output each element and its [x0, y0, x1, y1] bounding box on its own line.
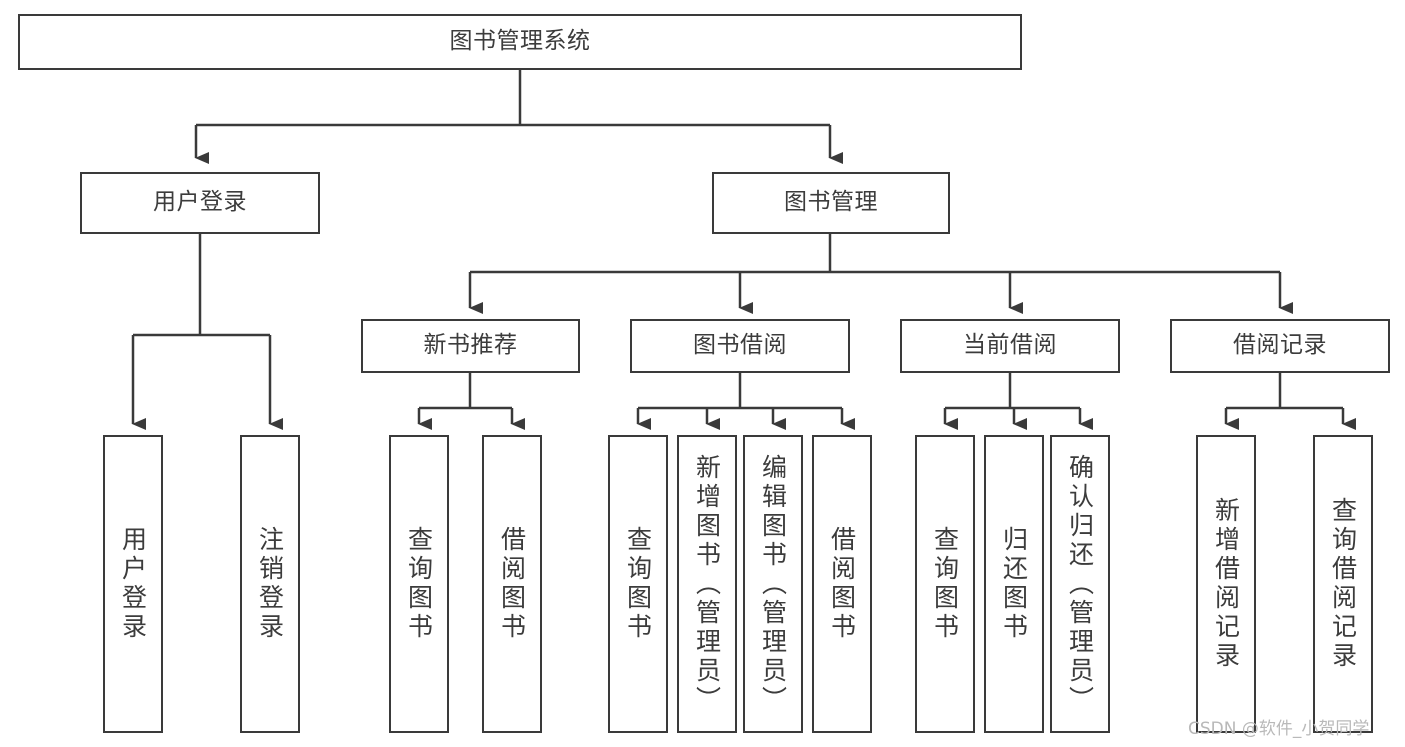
node-leaf-edit-book[interactable]: 编辑图书（管理员）	[743, 435, 803, 733]
node-leaf-add-book-label: 新增图书（管理员）	[692, 453, 722, 715]
node-borrow-record[interactable]: 借阅记录	[1170, 319, 1390, 373]
node-leaf-borrow-book-2[interactable]: 借阅图书	[812, 435, 872, 733]
node-user-login[interactable]: 用户登录	[80, 172, 320, 234]
node-root-label: 图书管理系统	[449, 28, 591, 55]
node-leaf-query-book-1-label: 查询图书	[404, 526, 434, 642]
node-new-book-recommend-label: 新书推荐	[423, 332, 518, 359]
node-leaf-return-book[interactable]: 归还图书	[984, 435, 1044, 733]
node-leaf-user-logout[interactable]: 注销登录	[240, 435, 300, 733]
node-leaf-query-book-3-label: 查询图书	[930, 526, 960, 642]
node-leaf-query-book-1[interactable]: 查询图书	[389, 435, 449, 733]
node-leaf-user-login[interactable]: 用户登录	[103, 435, 163, 733]
node-borrow-record-label: 借阅记录	[1233, 332, 1327, 359]
node-leaf-query-record-label: 查询借阅记录	[1328, 497, 1358, 671]
node-leaf-query-book-3[interactable]: 查询图书	[915, 435, 975, 733]
node-leaf-add-book[interactable]: 新增图书（管理员）	[677, 435, 737, 733]
node-leaf-query-book-2[interactable]: 查询图书	[608, 435, 668, 733]
node-current-borrow[interactable]: 当前借阅	[900, 319, 1120, 373]
node-new-book-recommend[interactable]: 新书推荐	[361, 319, 580, 373]
node-leaf-add-record[interactable]: 新增借阅记录	[1196, 435, 1256, 733]
node-leaf-add-record-label: 新增借阅记录	[1211, 497, 1241, 671]
node-book-borrow-label: 图书借阅	[693, 332, 787, 359]
node-leaf-borrow-book-1-label: 借阅图书	[497, 526, 527, 642]
node-book-borrow[interactable]: 图书借阅	[630, 319, 850, 373]
node-leaf-borrow-book-1[interactable]: 借阅图书	[482, 435, 542, 733]
node-current-borrow-label: 当前借阅	[963, 332, 1057, 359]
node-leaf-borrow-book-2-label: 借阅图书	[827, 526, 857, 642]
node-leaf-user-login-label: 用户登录	[118, 526, 148, 642]
node-leaf-edit-book-label: 编辑图书（管理员）	[758, 453, 788, 715]
node-leaf-user-logout-label: 注销登录	[255, 526, 285, 642]
node-leaf-query-book-2-label: 查询图书	[623, 526, 653, 642]
node-root[interactable]: 图书管理系统	[18, 14, 1022, 70]
node-book-manage[interactable]: 图书管理	[712, 172, 950, 234]
node-leaf-confirm-return[interactable]: 确认归还（管理员）	[1050, 435, 1110, 733]
csdn-watermark: CSDN @软件_小贺同学	[1188, 719, 1370, 739]
node-user-login-label: 用户登录	[153, 189, 247, 216]
node-leaf-confirm-return-label: 确认归还（管理员）	[1065, 453, 1095, 715]
node-leaf-return-book-label: 归还图书	[999, 526, 1029, 642]
node-leaf-query-record[interactable]: 查询借阅记录	[1313, 435, 1373, 733]
node-book-manage-label: 图书管理	[784, 189, 878, 216]
